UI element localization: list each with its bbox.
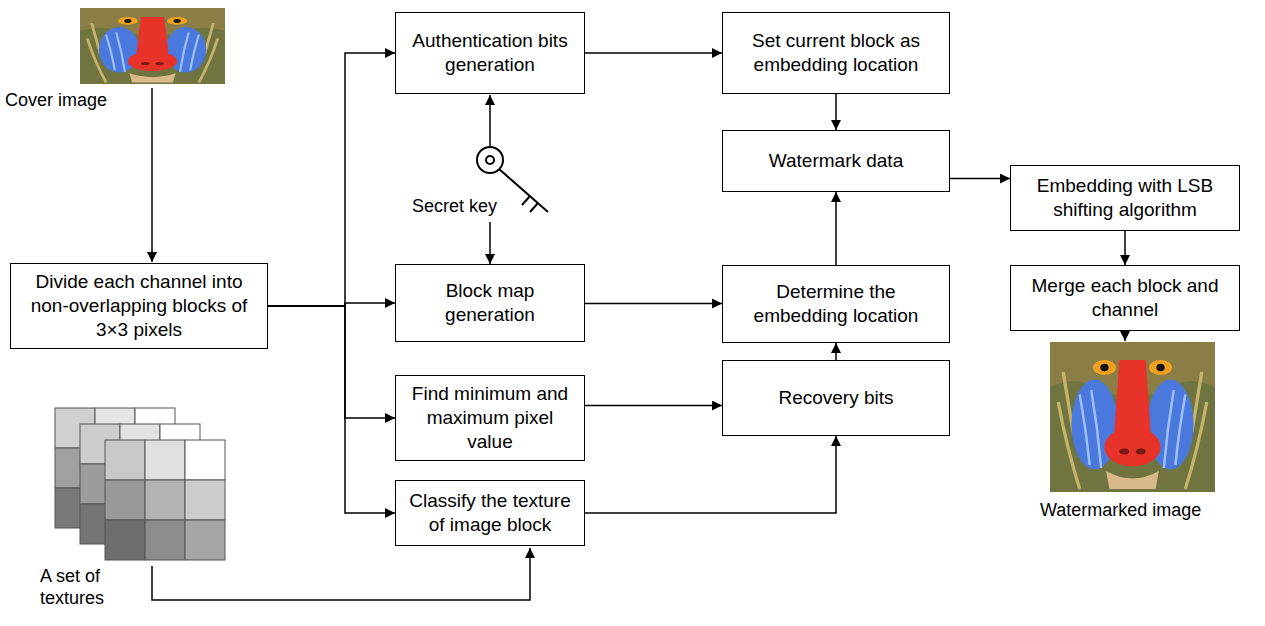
box-text: Watermark data: [769, 149, 903, 173]
box-text: Find minimum and maximum pixel value: [406, 382, 574, 453]
connector-arrow: [585, 405, 722, 407]
process-box: Classify the texture of image block: [395, 480, 585, 546]
watermarked-image: [1050, 342, 1215, 492]
layout-arrow: [151, 88, 153, 262]
connector-arrow: [835, 192, 837, 265]
process-box: Set current block as embedding location: [722, 12, 950, 94]
process-box: Recovery bits: [722, 360, 950, 436]
cover-image: [80, 8, 225, 84]
process-box: Embedding with LSB shifting algorithm: [1010, 165, 1240, 231]
box-text: Set current block as embedding location: [733, 29, 939, 77]
process-box: Block map generation: [395, 264, 585, 342]
process-box: Watermark data: [722, 130, 950, 192]
box-text: Authentication bits generation: [406, 29, 574, 77]
caption-label: A set of textures: [40, 566, 140, 609]
connector-arrow: [268, 306, 395, 418]
connector-arrow: [585, 52, 722, 54]
box-text: Merge each block and channel: [1021, 274, 1229, 322]
process-box: Merge each block and channel: [1010, 265, 1240, 331]
process-box: Authentication bits generation: [395, 12, 585, 94]
layout-arrow: [1124, 332, 1126, 341]
caption-label: Secret key: [412, 196, 512, 218]
box-text: Determine the embedding location: [733, 280, 939, 328]
connector-arrow: [268, 53, 395, 306]
caption-label: Watermarked image: [1040, 500, 1240, 522]
layout-arrow: [152, 548, 530, 600]
connector-arrow: [1124, 231, 1126, 265]
process-box: Divide each channel into non-overlapping…: [10, 263, 268, 349]
connector-arrow: [835, 343, 837, 360]
layout-arrow: [489, 222, 491, 264]
connector-arrow: [835, 94, 837, 130]
process-box: Determine the embedding location: [722, 265, 950, 343]
box-text: Embedding with LSB shifting algorithm: [1021, 174, 1229, 222]
connector-arrow: [268, 306, 395, 513]
connector-arrow: [585, 303, 722, 305]
box-text: Divide each channel into non-overlapping…: [21, 270, 257, 341]
connector-arrow: [585, 436, 836, 513]
box-text: Classify the texture of image block: [406, 489, 574, 537]
layout-arrow: [489, 95, 491, 146]
texture-stack: [55, 408, 225, 560]
box-text: Recovery bits: [778, 386, 893, 410]
process-box: Find minimum and maximum pixel value: [395, 375, 585, 461]
connector-arrow: [950, 178, 1010, 180]
caption-label: Cover image: [5, 90, 125, 112]
box-text: Block map generation: [406, 279, 574, 327]
